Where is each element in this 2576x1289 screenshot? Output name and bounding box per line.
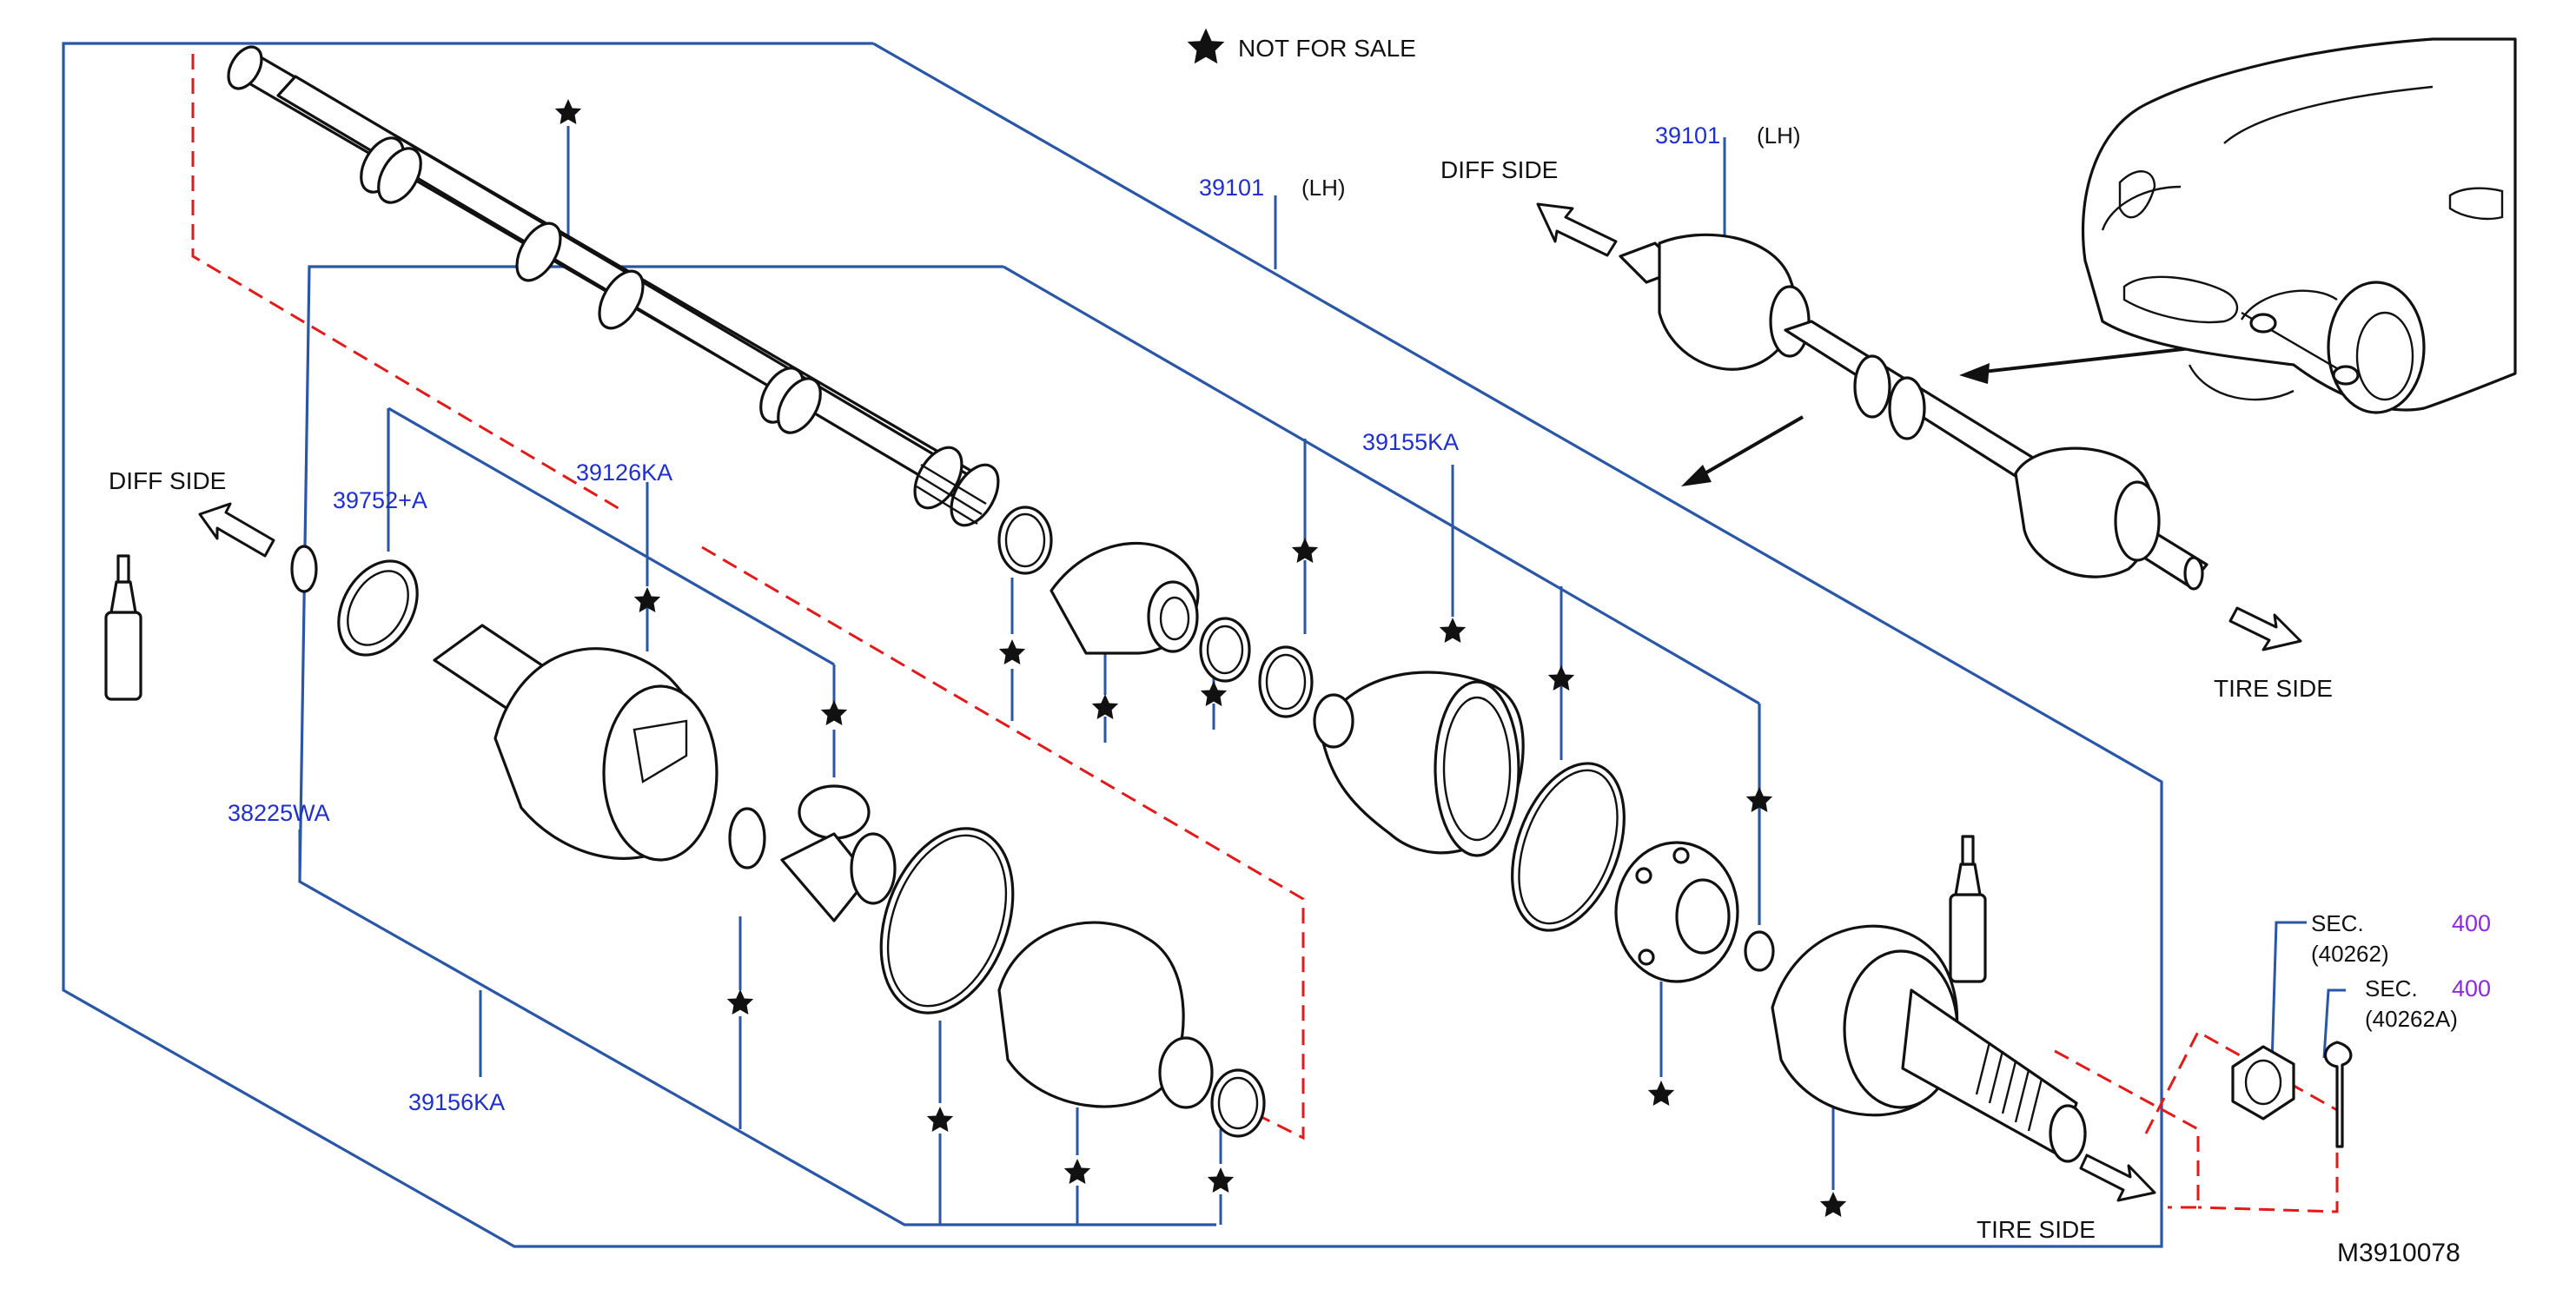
label-38225WA: 38225WA <box>228 800 330 826</box>
outboard-cv-joint <box>1771 924 2087 1163</box>
star-icon <box>1207 1167 1235 1193</box>
upper-boot-parts <box>997 506 1314 718</box>
star-icon <box>1439 618 1467 643</box>
drive-shaft-bar <box>227 45 1000 527</box>
arrow-tire-bottom-icon <box>2079 1153 2156 1202</box>
star-icon <box>1647 1081 1675 1106</box>
label-sec-sub-1: (40262) <box>2311 941 2389 967</box>
arrow-diff-inset-icon <box>1536 202 1618 257</box>
legend-text: NOT FOR SALE <box>1238 35 1416 62</box>
label-39752A: 39752+A <box>333 487 427 513</box>
diagram-code: M3910078 <box>2337 1239 2460 1267</box>
dashed-line-sec400 <box>2144 1029 2339 1213</box>
black-star-icon <box>1187 28 1225 64</box>
clamp-band-3 <box>1258 645 1314 718</box>
star-icon <box>926 1107 954 1132</box>
o-ring <box>337 559 419 657</box>
snap-ring-outer <box>1744 930 1775 972</box>
dashed-line-outboard <box>2054 1049 2200 1209</box>
label-sec-num-1: 400 <box>2452 910 2491 936</box>
star-icon <box>1819 1192 1847 1217</box>
star-icon <box>1091 694 1119 719</box>
outer-assembly-frame <box>62 42 2163 1248</box>
leader-lines <box>298 126 2346 1225</box>
outboard-boot <box>1313 671 1525 857</box>
label-39155KA: 39155KA <box>1362 429 1459 455</box>
inboard-joint-frame-top <box>387 407 835 666</box>
label-tire-side-inset: TIRE SIDE <box>2214 675 2333 702</box>
star-icon <box>633 587 661 612</box>
star-icon <box>820 700 848 725</box>
label-sec-prefix-1: SEC. <box>2311 910 2364 936</box>
inboard-joint-parts <box>290 545 897 922</box>
grease-tube-right <box>1949 835 1987 983</box>
label-sec-num-2: 400 <box>2452 975 2491 1001</box>
boot-band-large <box>1511 762 1626 932</box>
direction-arrows <box>198 202 2302 1202</box>
star-icon <box>1200 681 1228 706</box>
label-lh-main: (LH) <box>1301 175 1346 201</box>
star-icon <box>1745 787 1773 812</box>
label-diff-side-left: DIFF SIDE <box>109 467 226 494</box>
label-39101-main: 39101 <box>1199 175 1264 201</box>
dashed-line-inboard-boot <box>701 545 1305 1140</box>
label-tire-side-bottom: TIRE SIDE <box>1977 1216 2096 1243</box>
cotter-pin <box>2323 1041 2353 1148</box>
axle-nut <box>2231 1045 2295 1120</box>
label-sec-prefix-2: SEC. <box>2365 975 2418 1001</box>
band-inboard-small <box>1210 1068 1266 1138</box>
vehicle-silhouette <box>2082 37 2517 414</box>
arrow-left-icon <box>198 502 275 558</box>
star-icon <box>1291 538 1319 563</box>
label-39156KA: 39156KA <box>408 1089 505 1115</box>
labels: NOT FOR SALE 39101 (LH) 39101 (LH) 39155… <box>109 35 2491 1267</box>
inboard-boot <box>879 827 1266 1138</box>
dashed-line-shaft <box>191 54 626 514</box>
star-icon <box>1063 1159 1091 1184</box>
frame-39155-top <box>1003 265 1760 705</box>
grease-tube-left <box>104 554 142 701</box>
arrow-tire-inset-icon <box>2228 606 2302 651</box>
snap-ring-left <box>290 545 318 593</box>
label-39101-inset: 39101 <box>1655 122 1720 149</box>
bearing-cage <box>1614 841 1775 983</box>
not-for-sale-markers <box>554 28 1847 1217</box>
star-icon <box>998 639 1026 664</box>
label-lh-inset: (LH) <box>1757 122 1801 149</box>
band-inboard-large <box>879 827 1015 1015</box>
snap-ring-inboard <box>728 807 766 869</box>
inset-shaft-overview <box>1619 233 2208 591</box>
star-icon <box>1547 665 1575 691</box>
star-icon <box>726 989 754 1015</box>
clamp-band-1 <box>997 506 1053 575</box>
star-icon <box>554 99 582 124</box>
label-sec-sub-2: (40262A) <box>2365 1006 2458 1032</box>
label-39126KA: 39126KA <box>576 459 672 486</box>
label-diff-side-inset: DIFF SIDE <box>1440 156 1558 183</box>
tripod-joint <box>798 784 871 840</box>
